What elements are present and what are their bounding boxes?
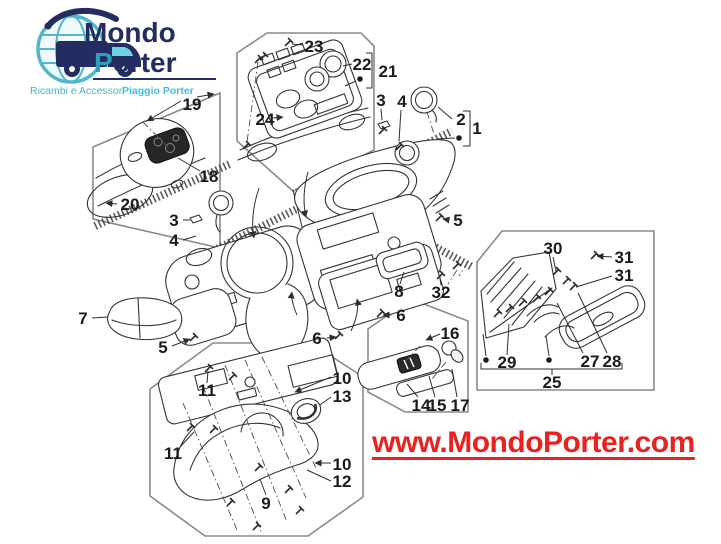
heater-controls-drawing	[237, 39, 371, 248]
callout-leader-24	[272, 114, 284, 122]
part-callout-4: 4	[169, 231, 179, 250]
part-callout-5: 5	[158, 338, 167, 357]
callout-leader-23	[291, 43, 304, 46]
glovebox-drawing	[480, 251, 646, 349]
part-callout-24: 24	[256, 110, 275, 129]
callout-leader-31	[596, 252, 613, 260]
callout-leader-27	[556, 302, 584, 354]
callout-leader-16	[425, 333, 441, 341]
part-callout-27: 27	[581, 352, 600, 371]
part-callout-7: 7	[78, 309, 87, 328]
callout-leader-5	[442, 216, 450, 224]
part-callout-17: 17	[451, 396, 470, 415]
callout-leader-15	[428, 375, 436, 398]
part-callout-9: 9	[261, 494, 270, 513]
part-callout-13: 13	[333, 387, 352, 406]
callout-leader-12	[306, 469, 332, 482]
callout-leader-30	[552, 256, 557, 272]
side-pocket-drawing	[107, 297, 183, 341]
part-callout-31: 31	[615, 248, 634, 267]
callout-leader-31	[575, 275, 613, 288]
dashboard-main-drawing	[165, 86, 456, 360]
callout-leader-14	[406, 383, 419, 398]
callout-bracket-25	[480, 363, 623, 375]
screw-fasteners	[186, 37, 600, 531]
part-callout-30: 30	[544, 239, 563, 258]
callout-leader-22	[342, 63, 353, 67]
part-callout-3: 3	[169, 211, 178, 230]
part-callout-16: 16	[441, 324, 460, 343]
logo-title-mondo: Mondo	[84, 17, 176, 48]
callout-leader-11	[179, 431, 195, 448]
callout-leader-2	[437, 106, 453, 120]
part-callout-1: 1	[472, 119, 481, 138]
part-callout-10: 10	[333, 369, 352, 388]
part-callout-8: 8	[394, 282, 403, 301]
part-callout-3: 3	[376, 91, 385, 110]
part-callout-21: 21	[379, 62, 398, 81]
part-callout-2: 2	[456, 110, 465, 129]
part-callout-31: 31	[615, 266, 634, 285]
part-callout-14: 14	[412, 396, 431, 415]
inset-box-glovebox	[476, 230, 655, 391]
logo-title-porter: Porter	[94, 47, 177, 78]
callout-leader-6	[326, 334, 337, 342]
assembly-guide-lines	[142, 61, 469, 535]
ashtray-drawing	[357, 340, 464, 397]
part-callout-20: 20	[121, 195, 140, 214]
part-callout-11: 11	[164, 444, 182, 463]
callout-leader-4	[398, 109, 402, 142]
logo-tagline-piaggio: Piaggio Porter	[122, 85, 194, 97]
part-callout-22: 22	[353, 55, 372, 74]
part-callout-15: 15	[428, 396, 447, 415]
part-callout-32: 32	[432, 283, 451, 302]
part-callout-25: 25	[543, 373, 562, 392]
callout-leader-10	[294, 376, 332, 393]
part-callout-11: 11	[198, 381, 216, 400]
lower-panels-drawing	[157, 337, 339, 501]
callout-leader-3	[380, 108, 383, 121]
part-callout-6: 6	[396, 306, 405, 325]
part-callout-23: 23	[305, 37, 324, 56]
part-callout-4: 4	[397, 92, 407, 111]
callout-dot	[357, 76, 363, 82]
callout-leader-7	[91, 316, 109, 319]
part-callout-29: 29	[498, 353, 517, 372]
logo-tagline-ricambi: Ricambi e Accessori	[30, 85, 125, 97]
callout-leader-13	[319, 396, 332, 406]
callout-bracket-21	[366, 52, 373, 89]
part-callout-10: 10	[333, 455, 352, 474]
callout-leader-20	[105, 200, 118, 208]
truck-icon	[44, 7, 141, 77]
callout-bracket-1	[463, 110, 471, 147]
callout-dot	[456, 135, 462, 141]
callout-leader-32	[439, 278, 442, 286]
logo: Mondo Porter Ricambi e Accessori Piaggio…	[30, 7, 216, 97]
callout-leader-19	[146, 100, 182, 122]
website-url[interactable]: www.MondoPorter.com	[372, 426, 695, 459]
inset-box-ashtray	[367, 298, 469, 413]
callout-leader-8	[399, 271, 405, 285]
callout-leader-4	[182, 235, 197, 241]
callout-leader-5	[171, 338, 191, 347]
callout-leader-9	[259, 478, 267, 496]
part-callout-6: 6	[312, 329, 321, 348]
callout-leader-18	[177, 157, 201, 172]
instrument-cluster-drawing	[86, 118, 206, 218]
callout-leader-28	[577, 292, 608, 354]
inset-box-heater-controls	[236, 32, 375, 192]
part-callout-12: 12	[333, 472, 352, 491]
part-callout-5: 5	[453, 211, 462, 230]
part-callout-19: 19	[183, 95, 202, 114]
callout-leader-19	[196, 91, 215, 99]
callout-leader-29	[506, 323, 510, 356]
part-callout-18: 18	[200, 167, 219, 186]
callout-leader-11	[206, 370, 209, 384]
callout-dot	[483, 357, 489, 363]
callout-leader-17	[451, 368, 458, 398]
callout-dot	[546, 357, 552, 363]
part-callout-28: 28	[603, 352, 622, 371]
